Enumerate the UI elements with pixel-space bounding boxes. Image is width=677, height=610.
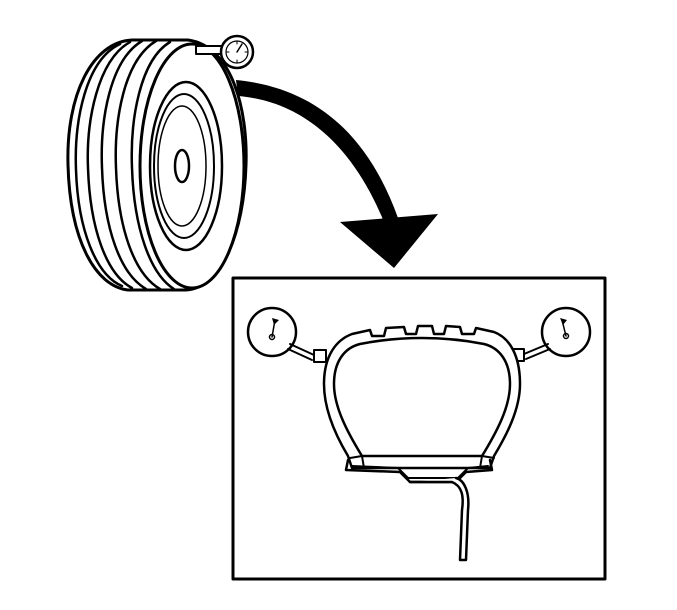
tire-cross-section bbox=[324, 326, 520, 468]
gauge-left-tip bbox=[314, 350, 326, 362]
rim-spoke bbox=[410, 478, 468, 560]
rim-profile bbox=[346, 460, 492, 560]
tread-groove bbox=[76, 44, 122, 286]
gauge-right-arm bbox=[524, 344, 548, 354]
tread-groove bbox=[88, 42, 132, 288]
tire-wheel-icon bbox=[68, 40, 246, 290]
tread-groove bbox=[116, 41, 160, 289]
dial-indicator-icon bbox=[248, 308, 326, 362]
tire-section-inner bbox=[334, 338, 510, 456]
gauge-right-dial bbox=[542, 308, 590, 356]
dial-indicator-icon bbox=[196, 36, 253, 68]
tread-groove bbox=[132, 42, 174, 289]
sidewall bbox=[140, 44, 244, 288]
rim-outer bbox=[150, 82, 222, 250]
gauge-left-dial bbox=[248, 308, 296, 356]
rim-inner bbox=[158, 106, 206, 226]
curved-arrow-icon bbox=[236, 80, 398, 222]
indicator-arm bbox=[196, 46, 222, 54]
rim-mid bbox=[154, 94, 214, 238]
hub bbox=[175, 150, 189, 182]
arrow-head bbox=[340, 214, 438, 268]
tread-groove bbox=[102, 41, 146, 289]
bead-right bbox=[480, 456, 494, 468]
gauge-left-arm bbox=[290, 344, 314, 355]
dial-indicator-icon bbox=[512, 308, 590, 361]
bead-left bbox=[350, 456, 364, 468]
